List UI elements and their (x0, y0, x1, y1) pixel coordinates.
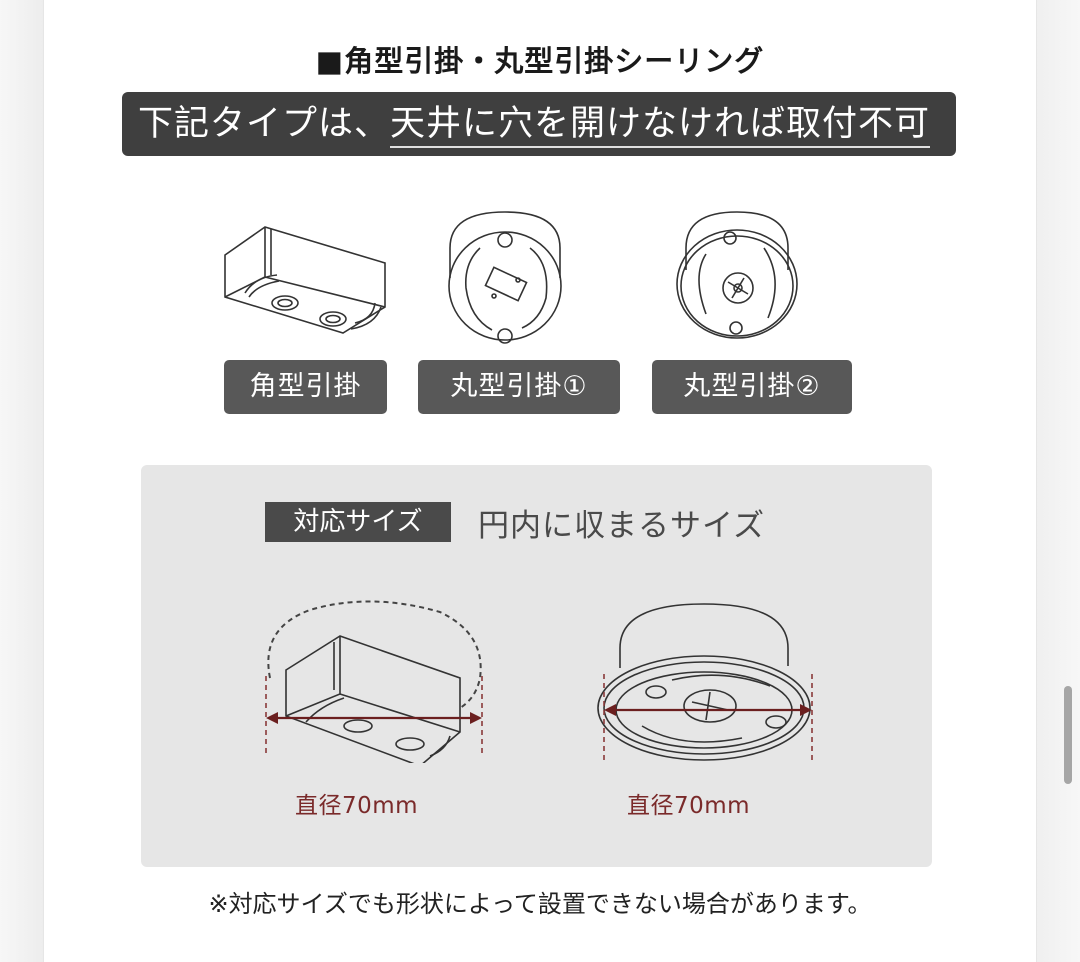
square-dimension-label: 直径70mm (295, 793, 419, 819)
page-title: ■角型引掛・丸型引掛シーリング (315, 44, 765, 78)
type-label-round-1: 丸型引掛① (418, 360, 620, 414)
scrollbar[interactable] (1064, 686, 1072, 784)
round-ceiling-hook-1-icon (448, 211, 562, 344)
left-gutter (0, 0, 43, 962)
size-tag: 対応サイズ (265, 502, 451, 542)
right-gutter (1035, 0, 1080, 962)
square-size-diagram-icon (265, 600, 483, 763)
footnote: ※対応サイズでも形状によって設置できない場合があります。 (208, 890, 872, 918)
type-label-round-2: 丸型引掛② (652, 360, 852, 414)
type-label-square: 角型引掛 (224, 360, 387, 414)
round-ceiling-hook-2-icon (676, 211, 798, 339)
square-ceiling-hook-icon (224, 226, 386, 334)
banner-prefix: 下記タイプは、 (138, 104, 391, 144)
banner-underlined-text: 天井に穴を開けなければ取付不可 (390, 104, 931, 148)
size-description: 円内に収まるサイズ (478, 508, 766, 544)
round-dimension-label: 直径70mm (627, 793, 751, 819)
warning-banner: 下記タイプは、天井に穴を開けなければ取付不可 (122, 92, 956, 156)
round-size-diagram-icon (597, 603, 813, 761)
